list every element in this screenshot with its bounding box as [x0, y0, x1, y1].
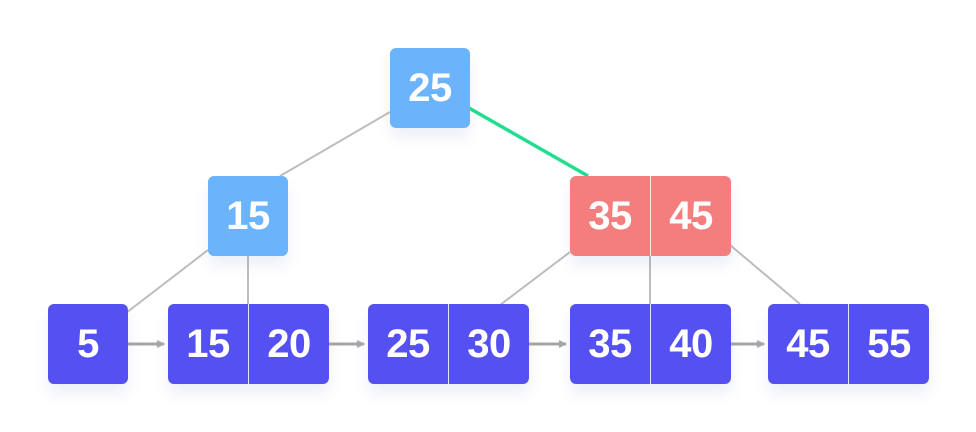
internal-node-15: 15: [208, 176, 288, 256]
edge-root-to-35-45: [468, 106, 589, 178]
leaf-key-55: 55: [848, 304, 929, 384]
leaf-key-5: 5: [77, 321, 99, 366]
leaf-node-5: 5: [48, 304, 128, 384]
root-node: 25: [390, 48, 470, 128]
internal-key-35: 35: [588, 193, 632, 238]
edge-root-to-15: [279, 111, 391, 177]
leaf-node-35-40: 35 40: [570, 304, 731, 384]
internal-node-35-45-highlighted: 35 45: [570, 176, 731, 256]
leaf-key-35: 35: [588, 321, 632, 366]
leaf-node-25-30: 25 30: [368, 304, 529, 384]
edge-15-to-leaf-5: [125, 249, 209, 314]
edge-35-45-to-leaf-25-30: [499, 251, 571, 306]
leaf-key-40: 40: [650, 304, 731, 384]
root-key-25: 25: [408, 65, 452, 110]
leaf-key-45: 45: [786, 321, 830, 366]
leaf-key-20: 20: [248, 304, 329, 384]
leaf-key-15: 15: [186, 321, 230, 366]
edge-35-45-to-leaf-45-55: [729, 244, 801, 305]
leaf-node-45-55: 45 55: [768, 304, 929, 384]
internal-key-15: 15: [226, 193, 270, 238]
leaf-node-15-20: 15 20: [168, 304, 329, 384]
leaf-key-30: 30: [448, 304, 529, 384]
leaf-key-25: 25: [386, 321, 430, 366]
internal-key-45: 45: [650, 176, 731, 256]
